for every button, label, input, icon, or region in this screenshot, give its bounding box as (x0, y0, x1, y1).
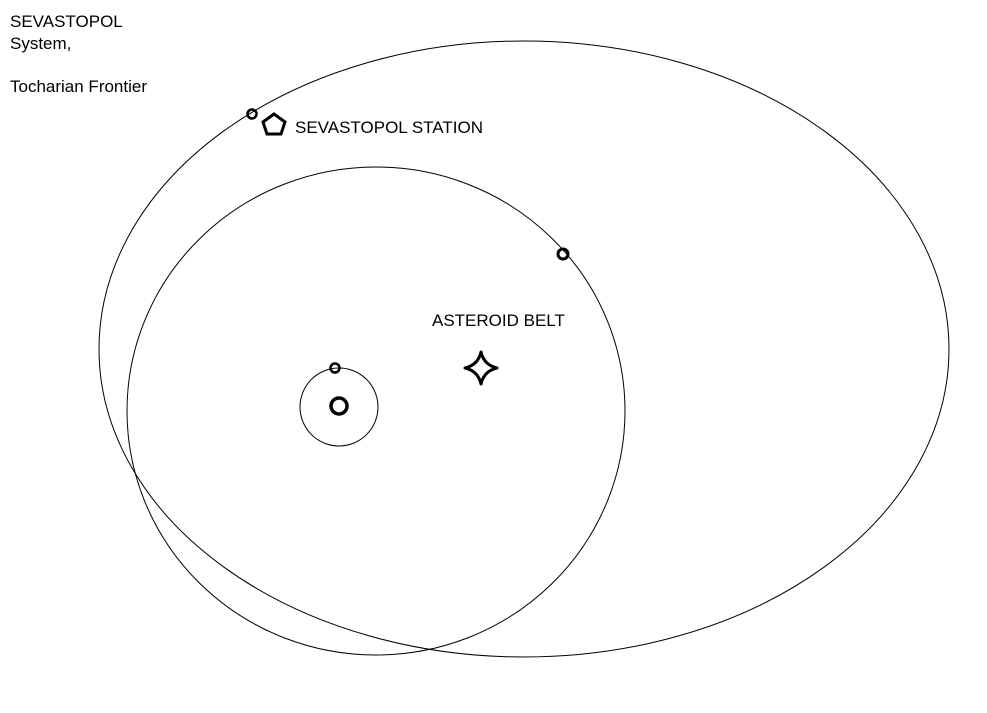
asteroid-belt-label: ASTEROID BELT (432, 311, 565, 330)
central-star-icon (329, 396, 349, 416)
outer-orbit (98, 40, 950, 658)
middle-planet-icon (556, 247, 570, 261)
system-region: Tocharian Frontier (10, 77, 148, 96)
station-pentagon-icon (261, 112, 287, 136)
station-label: SEVASTOPOL STATION (295, 118, 483, 137)
middle-orbit (126, 166, 626, 656)
inner-planet-icon (329, 362, 341, 374)
inner-orbit (299, 367, 379, 447)
system-title: SEVASTOPOL System, Tocharian Frontier (10, 11, 147, 98)
outer-planet-icon (246, 108, 258, 120)
system-word: System, (10, 34, 72, 53)
asteroid-belt-star-icon (463, 350, 499, 386)
system-name: SEVASTOPOL (10, 12, 123, 31)
